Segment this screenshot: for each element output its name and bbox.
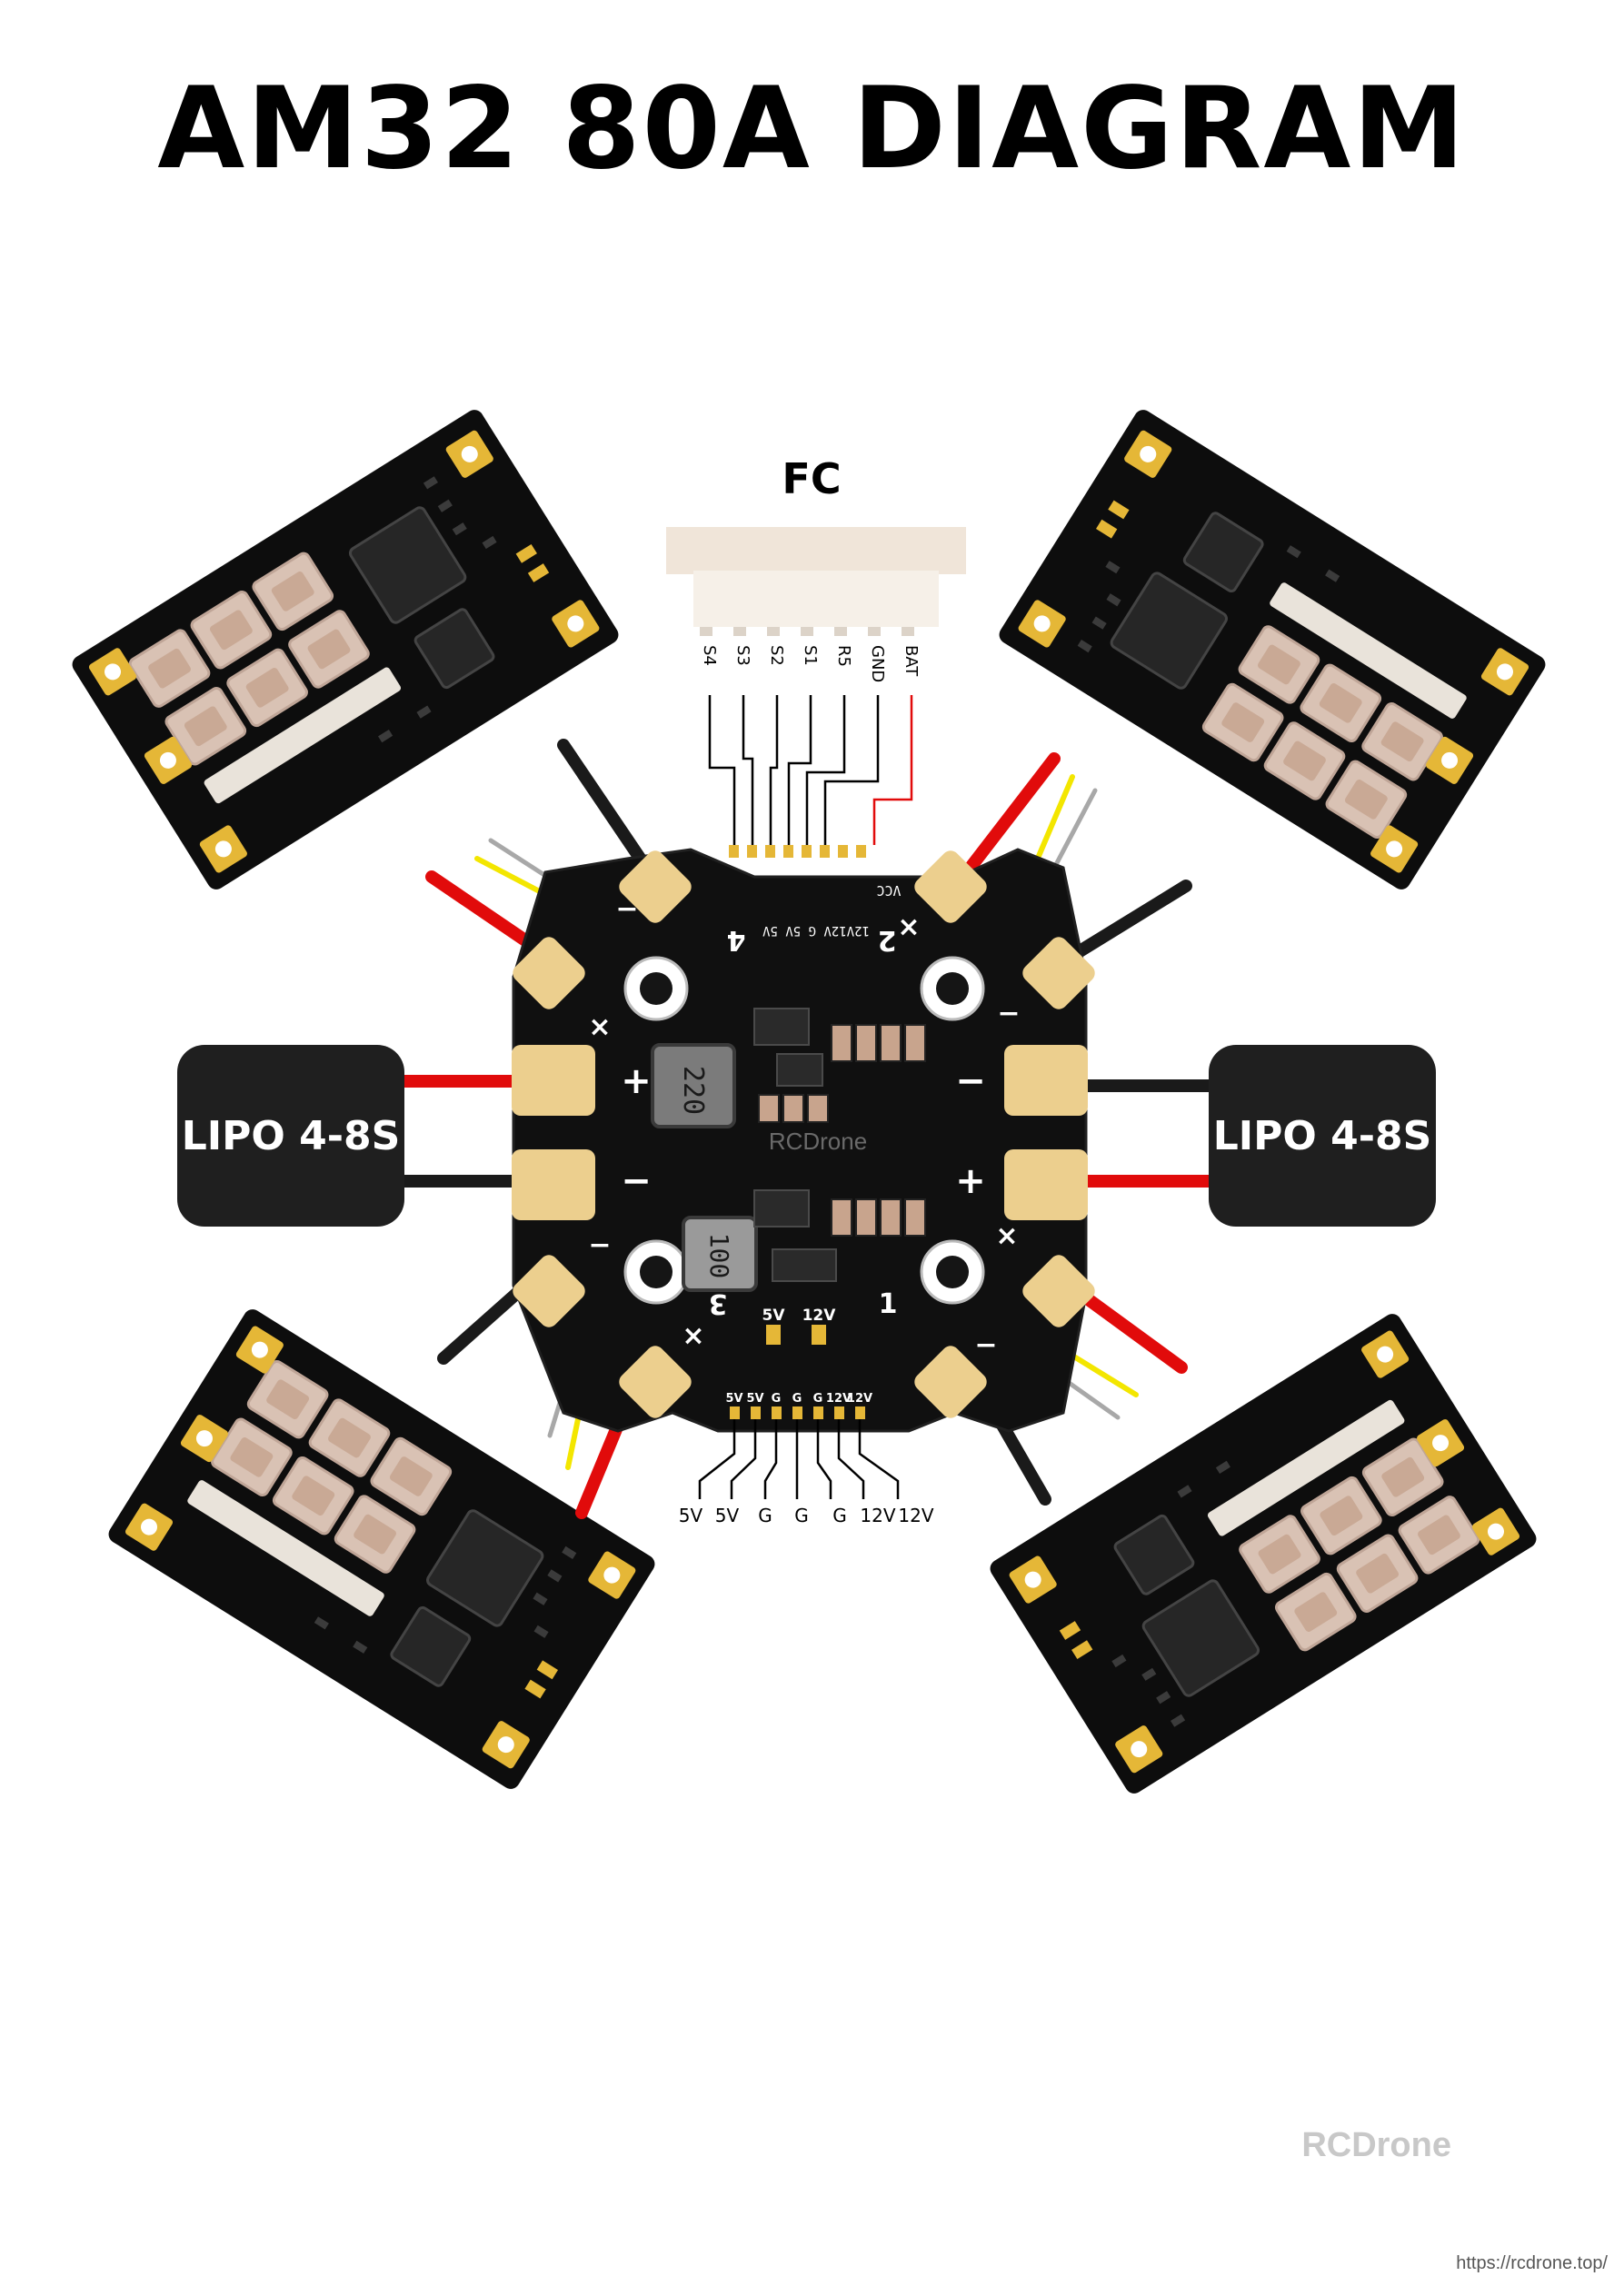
board-power-pin-label: 12V (847, 1392, 872, 1406)
polarity-minus-bl: − (588, 1229, 611, 1261)
polarity-minus-tl: − (615, 893, 638, 925)
fc-pin-label: R5 (834, 645, 853, 667)
esc-module-top-left (67, 404, 623, 895)
fc-pin-label: S1 (801, 645, 820, 666)
corner-label-1: 1 (879, 1288, 898, 1320)
fc-label: FC (782, 454, 841, 503)
board-watermark-text: RCDrone (769, 1128, 867, 1155)
watermark-text: RCDrone (1301, 2126, 1451, 2164)
fc-pin-label: S4 (700, 645, 719, 666)
pad-label-top-5v: 5V (762, 1307, 786, 1325)
fc-pin-label: S2 (767, 645, 786, 666)
inductor-220 (651, 1043, 736, 1128)
page-title: AM32 80A DIAGRAM (157, 64, 1467, 194)
board-top-row-text: 12V12V G 5V 5V (762, 923, 870, 938)
pad-label-top-12v: 12V (802, 1307, 837, 1325)
board-power-pin-label: 5V (746, 1392, 763, 1406)
power-pin-label: 12V (898, 1505, 933, 1526)
fc-wire-bat (872, 695, 913, 845)
fc-pin-label: GND (868, 645, 887, 682)
polarity-minus-right: − (955, 1060, 986, 1102)
board-power-pin-label: 12V (826, 1392, 852, 1406)
polarity-minus-left: − (621, 1160, 652, 1202)
power-pin-label: G (794, 1505, 809, 1526)
polarity-minus-br: − (974, 1329, 997, 1361)
board-power-pin-label: 5V (725, 1392, 742, 1406)
polarity-plus-right: + (955, 1160, 986, 1202)
corner-label-4: 4 (727, 924, 746, 956)
fc-wire-r5 (805, 695, 846, 845)
fc-connector: FC S4 S3 S2 S1 R5 GND BAT (666, 454, 966, 845)
corner-label-2: 2 (878, 924, 897, 956)
board-power-pin-label: G (772, 1392, 782, 1406)
polarity-minus-tr: − (997, 998, 1020, 1029)
fc-wire-gnd (823, 695, 880, 845)
inductor-a-label: 220 (677, 1066, 709, 1115)
polarity-x-br: × (995, 1220, 1018, 1252)
fc-pin-label: S3 (733, 645, 752, 666)
polarity-x-bl: × (682, 1320, 704, 1352)
power-pin-label: 5V (715, 1505, 740, 1526)
source-url: https://rcdrone.top/ (1456, 2253, 1608, 2273)
fc-wire-s4 (708, 695, 736, 845)
polarity-plus-left: + (621, 1060, 652, 1102)
inductor-100 (682, 1216, 758, 1292)
power-pin-label: G (832, 1505, 847, 1526)
vcc-text: VCC (876, 882, 901, 899)
polarity-x-tl: × (588, 1011, 611, 1043)
fc-pin-label: BAT (902, 645, 921, 677)
fc-wire-s3 (742, 695, 754, 845)
fc-wire-s2 (769, 695, 779, 845)
pdb-board: 220 100 RCDrone 12V12V G 5V 5V VCC 4 2 3… (512, 845, 1095, 1433)
inductor-b-label: 100 (704, 1233, 734, 1279)
battery-left-label: LIPO 4-8S (182, 1113, 401, 1159)
power-pin-label: 5V (679, 1505, 703, 1526)
power-pin-label: G (758, 1505, 772, 1526)
battery-left: LIPO 4-8S (177, 1045, 404, 1227)
board-power-pin-label: G (792, 1392, 802, 1406)
battery-right: LIPO 4-8S (1209, 1045, 1436, 1227)
battery-right-label: LIPO 4-8S (1213, 1113, 1432, 1159)
polarity-x-tr: × (897, 911, 920, 943)
corner-label-3: 3 (709, 1287, 728, 1319)
board-power-pin-label: G (813, 1392, 823, 1406)
power-pin-label: 12V (860, 1505, 895, 1526)
fc-wire-s1 (787, 695, 812, 845)
